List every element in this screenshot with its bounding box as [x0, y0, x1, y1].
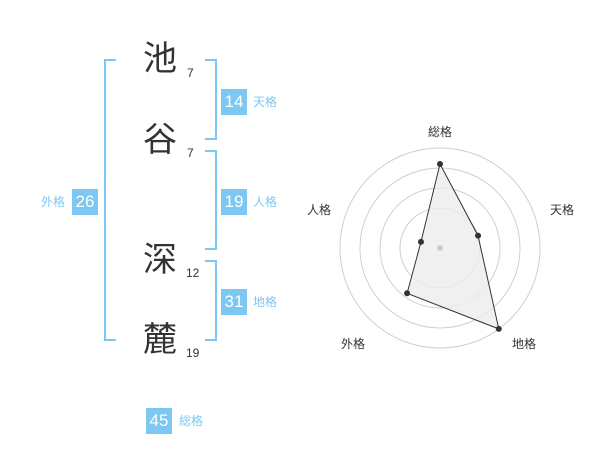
radar-point-2 — [495, 325, 502, 332]
stroke-count-4: 19 — [186, 346, 200, 360]
gaikaku-value: 26 — [72, 189, 98, 215]
gaikaku-bracket — [104, 59, 116, 341]
tenkaku-value: 14 — [221, 89, 247, 115]
soukaku-label: 総格 — [179, 414, 204, 428]
tenkaku-bracket — [205, 59, 217, 140]
name-char-4: 麓 — [143, 320, 177, 360]
radar-point-3 — [404, 290, 411, 297]
radar-area — [406, 162, 500, 330]
stroke-count-1: 7 — [187, 66, 194, 80]
gaikaku-label: 外格 — [41, 195, 66, 209]
radar-label-chikaku: 地格 — [512, 337, 537, 351]
radar-label-jinkaku: 人格 — [307, 203, 332, 217]
chikaku-label: 地格 — [253, 295, 278, 309]
jinkaku-value: 19 — [221, 189, 247, 215]
radar-ring-4 — [339, 147, 541, 349]
chikaku-value: 31 — [221, 289, 247, 315]
chikaku-bracket — [205, 260, 217, 341]
radar-label-tenkaku: 天格 — [550, 203, 575, 217]
jinkaku-label: 人格 — [253, 195, 278, 209]
soukaku-value: 45 — [146, 408, 172, 434]
radar-center-dot — [437, 245, 443, 251]
radar-point-1 — [475, 232, 482, 239]
stroke-count-3: 12 — [186, 266, 200, 280]
radar-point-4 — [417, 238, 424, 245]
name-char-3: 深 — [143, 240, 177, 280]
stroke-count-2: 7 — [187, 146, 194, 160]
name-char-2: 谷 — [143, 120, 177, 160]
radar-label-soukaku: 総格 — [428, 125, 453, 139]
jinkaku-bracket — [205, 150, 217, 250]
name-char-1: 池 — [143, 39, 177, 79]
radar-label-gaikaku: 外格 — [341, 337, 366, 351]
tenkaku-label: 天格 — [253, 95, 278, 109]
radar-point-0 — [437, 161, 443, 167]
